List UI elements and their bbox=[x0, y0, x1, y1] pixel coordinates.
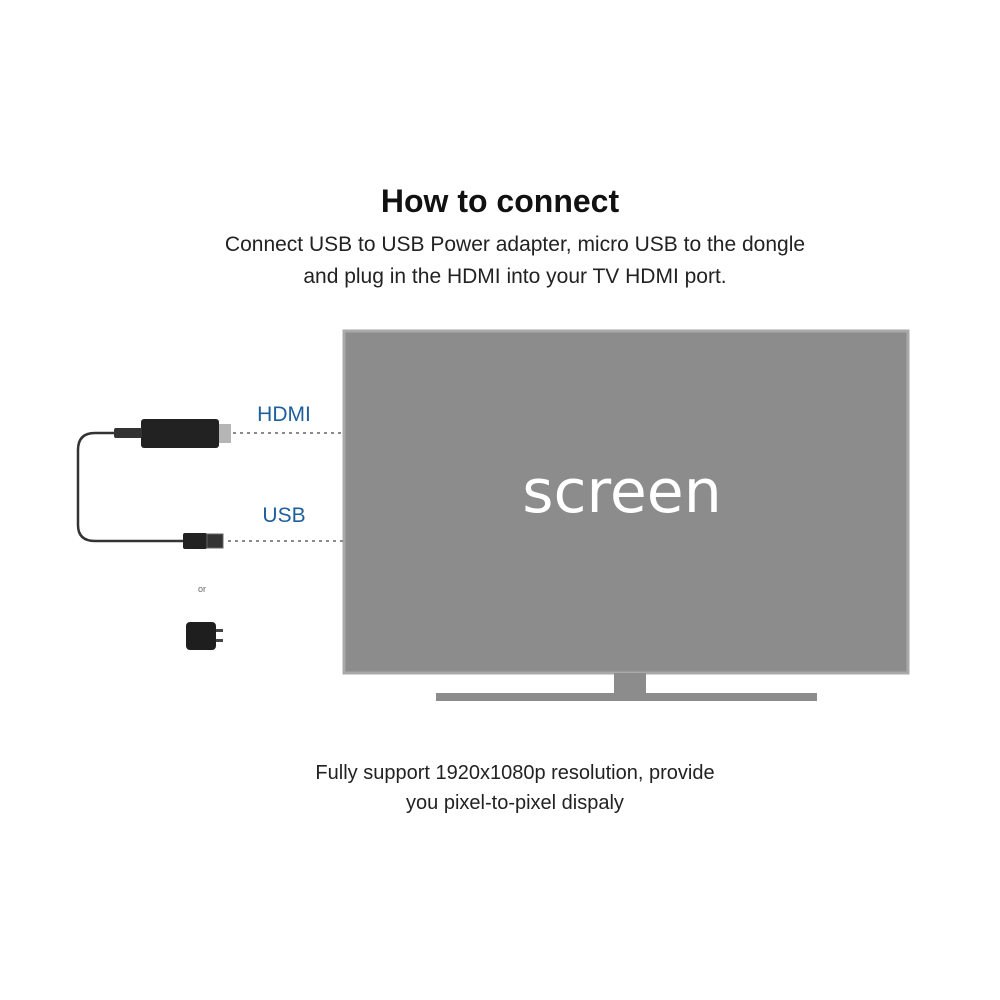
power-adapter-prong-top bbox=[216, 629, 223, 632]
instructions-text: Connect USB to USB Power adapter, micro … bbox=[0, 229, 1000, 293]
instructions-line-2: and plug in the HDMI into your TV HDMI p… bbox=[303, 265, 727, 288]
usb-plug-tip bbox=[206, 533, 224, 549]
hdmi-dongle bbox=[114, 419, 231, 448]
power-adapter-body bbox=[186, 622, 216, 650]
hdmi-plug bbox=[219, 424, 231, 443]
dongle-body bbox=[141, 419, 219, 448]
footer-line-1: Fully support 1920x1080p resolution, pro… bbox=[315, 762, 715, 784]
instructions-line-1: Connect USB to USB Power adapter, micro … bbox=[224, 233, 806, 256]
micro-usb-plug bbox=[114, 428, 142, 438]
tv: screen bbox=[342, 329, 910, 701]
or-label: or bbox=[198, 584, 206, 594]
page-title: How to connect bbox=[380, 183, 620, 219]
usb-cable bbox=[76, 431, 185, 543]
tv-stand-base bbox=[436, 693, 817, 701]
footer-line-2: you pixel-to-pixel dispaly bbox=[406, 792, 624, 814]
usb-label: USB bbox=[262, 504, 305, 527]
usb-plug-body bbox=[183, 533, 207, 549]
usb-plug bbox=[183, 533, 224, 549]
screen-label: screen bbox=[522, 457, 721, 527]
hdmi-label: HDMI bbox=[257, 403, 311, 426]
footer-text: Fully support 1920x1080p resolution, pro… bbox=[0, 758, 1000, 818]
power-adapter-prong-bottom bbox=[216, 639, 223, 642]
tv-screen bbox=[342, 329, 910, 675]
power-adapter-icon bbox=[186, 622, 223, 650]
